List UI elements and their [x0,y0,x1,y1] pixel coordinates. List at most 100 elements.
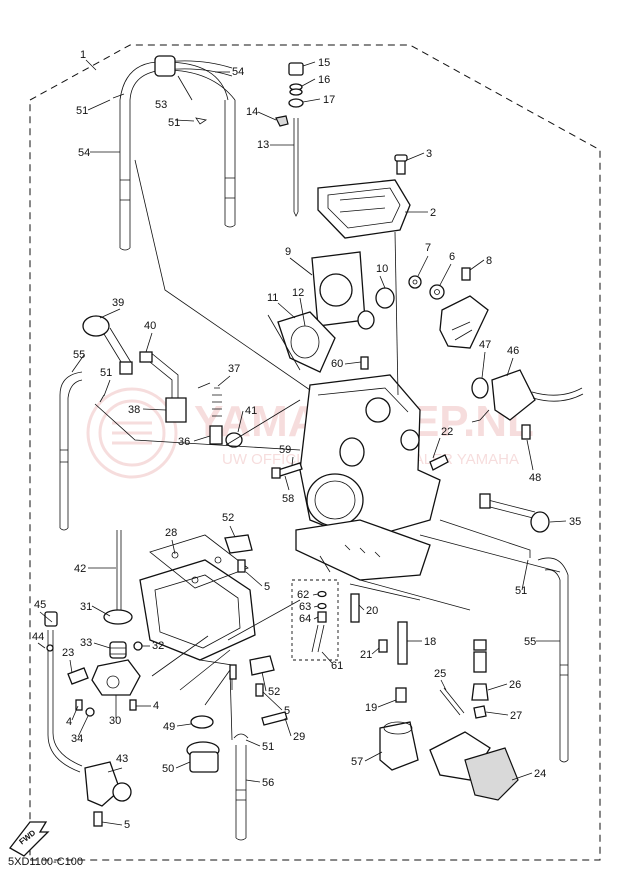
callout-14: 14 [246,106,258,118]
callout-57: 57 [351,756,363,768]
callout-13: 13 [257,139,269,151]
callout-2: 2 [430,207,436,219]
callout-24: 24 [534,768,546,780]
jet-dashed-box [291,579,339,661]
callout-44: 44 [32,631,44,643]
assembly-boundary [29,44,601,861]
callout-21: 21 [360,649,372,661]
jets-group [291,579,471,703]
top-cover [317,154,411,239]
callout-17: 17 [323,94,335,106]
callout-8: 8 [486,255,492,267]
diagram-code: 5XD1100-C100 [8,856,84,868]
callout-16: 16 [318,74,330,86]
callout-11: 11 [267,292,278,304]
callout-5: 5 [264,581,270,593]
callout-52: 52 [222,512,234,524]
small-screws [271,356,449,479]
callout-46: 46 [507,345,519,357]
carburetor-body [295,374,441,581]
callout-59: 59 [279,444,291,456]
callout-3: 3 [426,148,432,160]
callout-62: 62 [297,589,309,601]
callout-61: 61 [331,660,343,672]
callout-20: 20 [366,605,378,617]
callout-55: 55 [73,349,85,361]
idle-adjust-screw [479,493,550,533]
covers-group [379,721,519,801]
callout-55: 55 [524,636,536,648]
callout-47: 47 [479,339,491,351]
callout-28: 28 [165,527,177,539]
callout-52: 52 [268,686,280,698]
callout-12: 12 [292,287,304,299]
overflow-hose-right [537,557,569,763]
left-small-parts [82,315,243,448]
callout-31: 31 [80,601,92,613]
callout-60: 60 [331,358,343,370]
watermark-logo-icon [86,387,178,479]
callout-26: 26 [509,679,521,691]
callout-labels: 1 51 53 54 51 54 15 16 17 14 13 3 2 7 6 … [32,49,581,831]
drain-group [186,715,249,841]
callout-23: 23 [62,647,74,659]
callout-33: 33 [80,637,92,649]
callout-58: 58 [282,493,294,505]
callout-29: 29 [293,731,305,743]
callout-7: 7 [425,242,431,254]
callout-53: 53 [155,99,167,111]
float-bowl [139,534,288,726]
callout-4: 4 [66,716,72,728]
callout-54: 54 [232,66,244,78]
callout-45: 45 [34,599,46,611]
callout-37: 37 [228,363,240,375]
leader-lines [85,59,561,741]
callout-64: 64 [299,613,311,625]
callout-38: 38 [128,404,140,416]
callout-54: 54 [78,147,90,159]
callout-4: 4 [153,700,159,712]
callout-35: 35 [569,516,581,528]
choke-cable-group [44,611,132,827]
callout-5: 5 [284,705,290,717]
callout-42: 42 [74,563,86,575]
overflow-hose-left [59,371,83,531]
callout-1: 1 [80,49,86,61]
callout-9: 9 [285,246,291,258]
needle-stack [275,62,304,217]
callout-30: 30 [109,715,121,727]
callout-15: 15 [318,57,330,69]
callout-63: 63 [299,601,311,613]
callout-22: 22 [441,426,453,438]
callout-34: 34 [71,733,83,745]
callout-51: 51 [100,367,112,379]
callout-51: 51 [515,585,527,597]
callout-39: 39 [112,297,124,309]
float-assembly [67,530,143,717]
callout-32: 32 [152,640,164,652]
callout-5: 5 [124,819,130,831]
callout-56: 56 [262,777,274,789]
callout-ticks [37,61,567,826]
callout-19: 19 [365,702,377,714]
callout-49: 49 [163,721,175,733]
plunger-group [439,639,489,719]
callout-36: 36 [178,436,190,448]
callout-50: 50 [162,763,174,775]
throttle-sensor-group [471,369,584,440]
vent-hose-group [112,55,236,251]
callout-41: 41 [245,405,257,417]
callout-27: 27 [510,710,522,722]
callout-43: 43 [116,753,128,765]
callout-51: 51 [262,741,274,753]
callout-40: 40 [144,320,156,332]
throttle-lever-group [408,267,489,349]
callout-25: 25 [434,668,446,680]
callout-48: 48 [529,472,541,484]
callout-10: 10 [376,263,388,275]
callout-51: 51 [76,105,88,117]
fwd-arrow-icon: FWD [9,821,50,857]
callout-51: 51 [168,117,180,129]
